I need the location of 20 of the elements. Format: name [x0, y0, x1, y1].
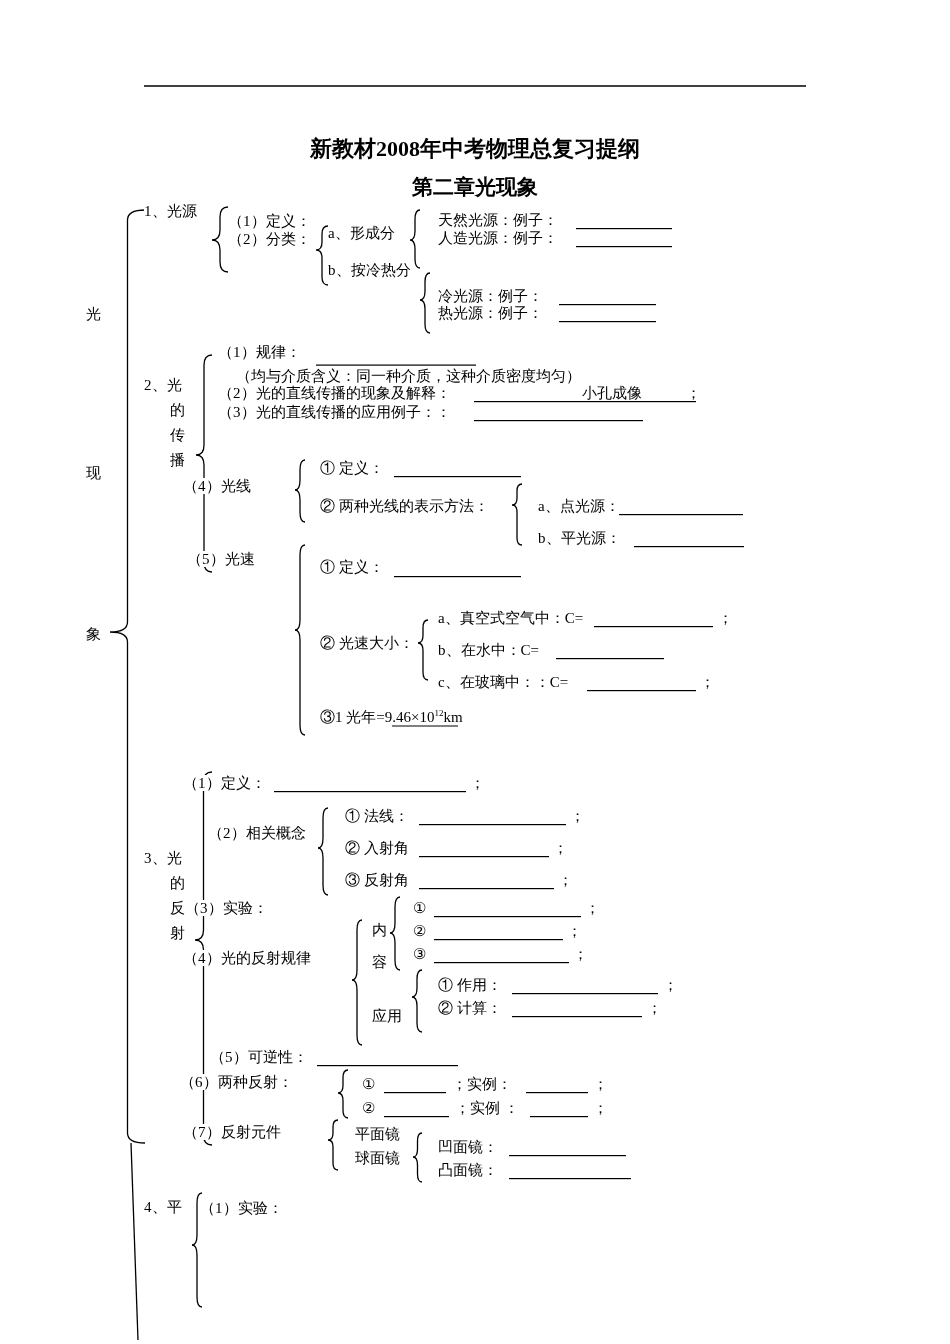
formula-text: ③1 光年=9.46×10$^{12}$km — [320, 709, 463, 725]
outline-item: ② — [362, 1100, 375, 1116]
outline-item: b、在水中：C= — [438, 642, 539, 658]
outline-item: ② 入射角 — [345, 840, 409, 856]
outline-item: ① — [413, 900, 426, 916]
outline-item: 应用 — [372, 1008, 402, 1024]
page-title: 新教材2008年中考物理总复习提纲 — [309, 136, 641, 162]
section-heading: 4、平 — [144, 1199, 182, 1215]
outline-item: a、真空式空气中：C= — [438, 610, 584, 626]
outline-item: 平面镜 — [355, 1126, 400, 1142]
outline-item: ③ 反射角 — [345, 872, 409, 888]
outline-item: ① — [362, 1076, 375, 1092]
section-heading: 1、光源 — [144, 203, 197, 219]
answer-text: 小孔成像 — [582, 385, 642, 401]
outline-item: ② — [413, 923, 426, 939]
outline-item: 球面镜 — [355, 1150, 400, 1166]
outline-item: c、在玻璃中：：C= — [438, 674, 569, 690]
outline-item: ③ — [413, 946, 426, 962]
outline-item: a、形成分 — [328, 225, 395, 241]
outline-item: b、按冷热分 — [328, 262, 411, 278]
